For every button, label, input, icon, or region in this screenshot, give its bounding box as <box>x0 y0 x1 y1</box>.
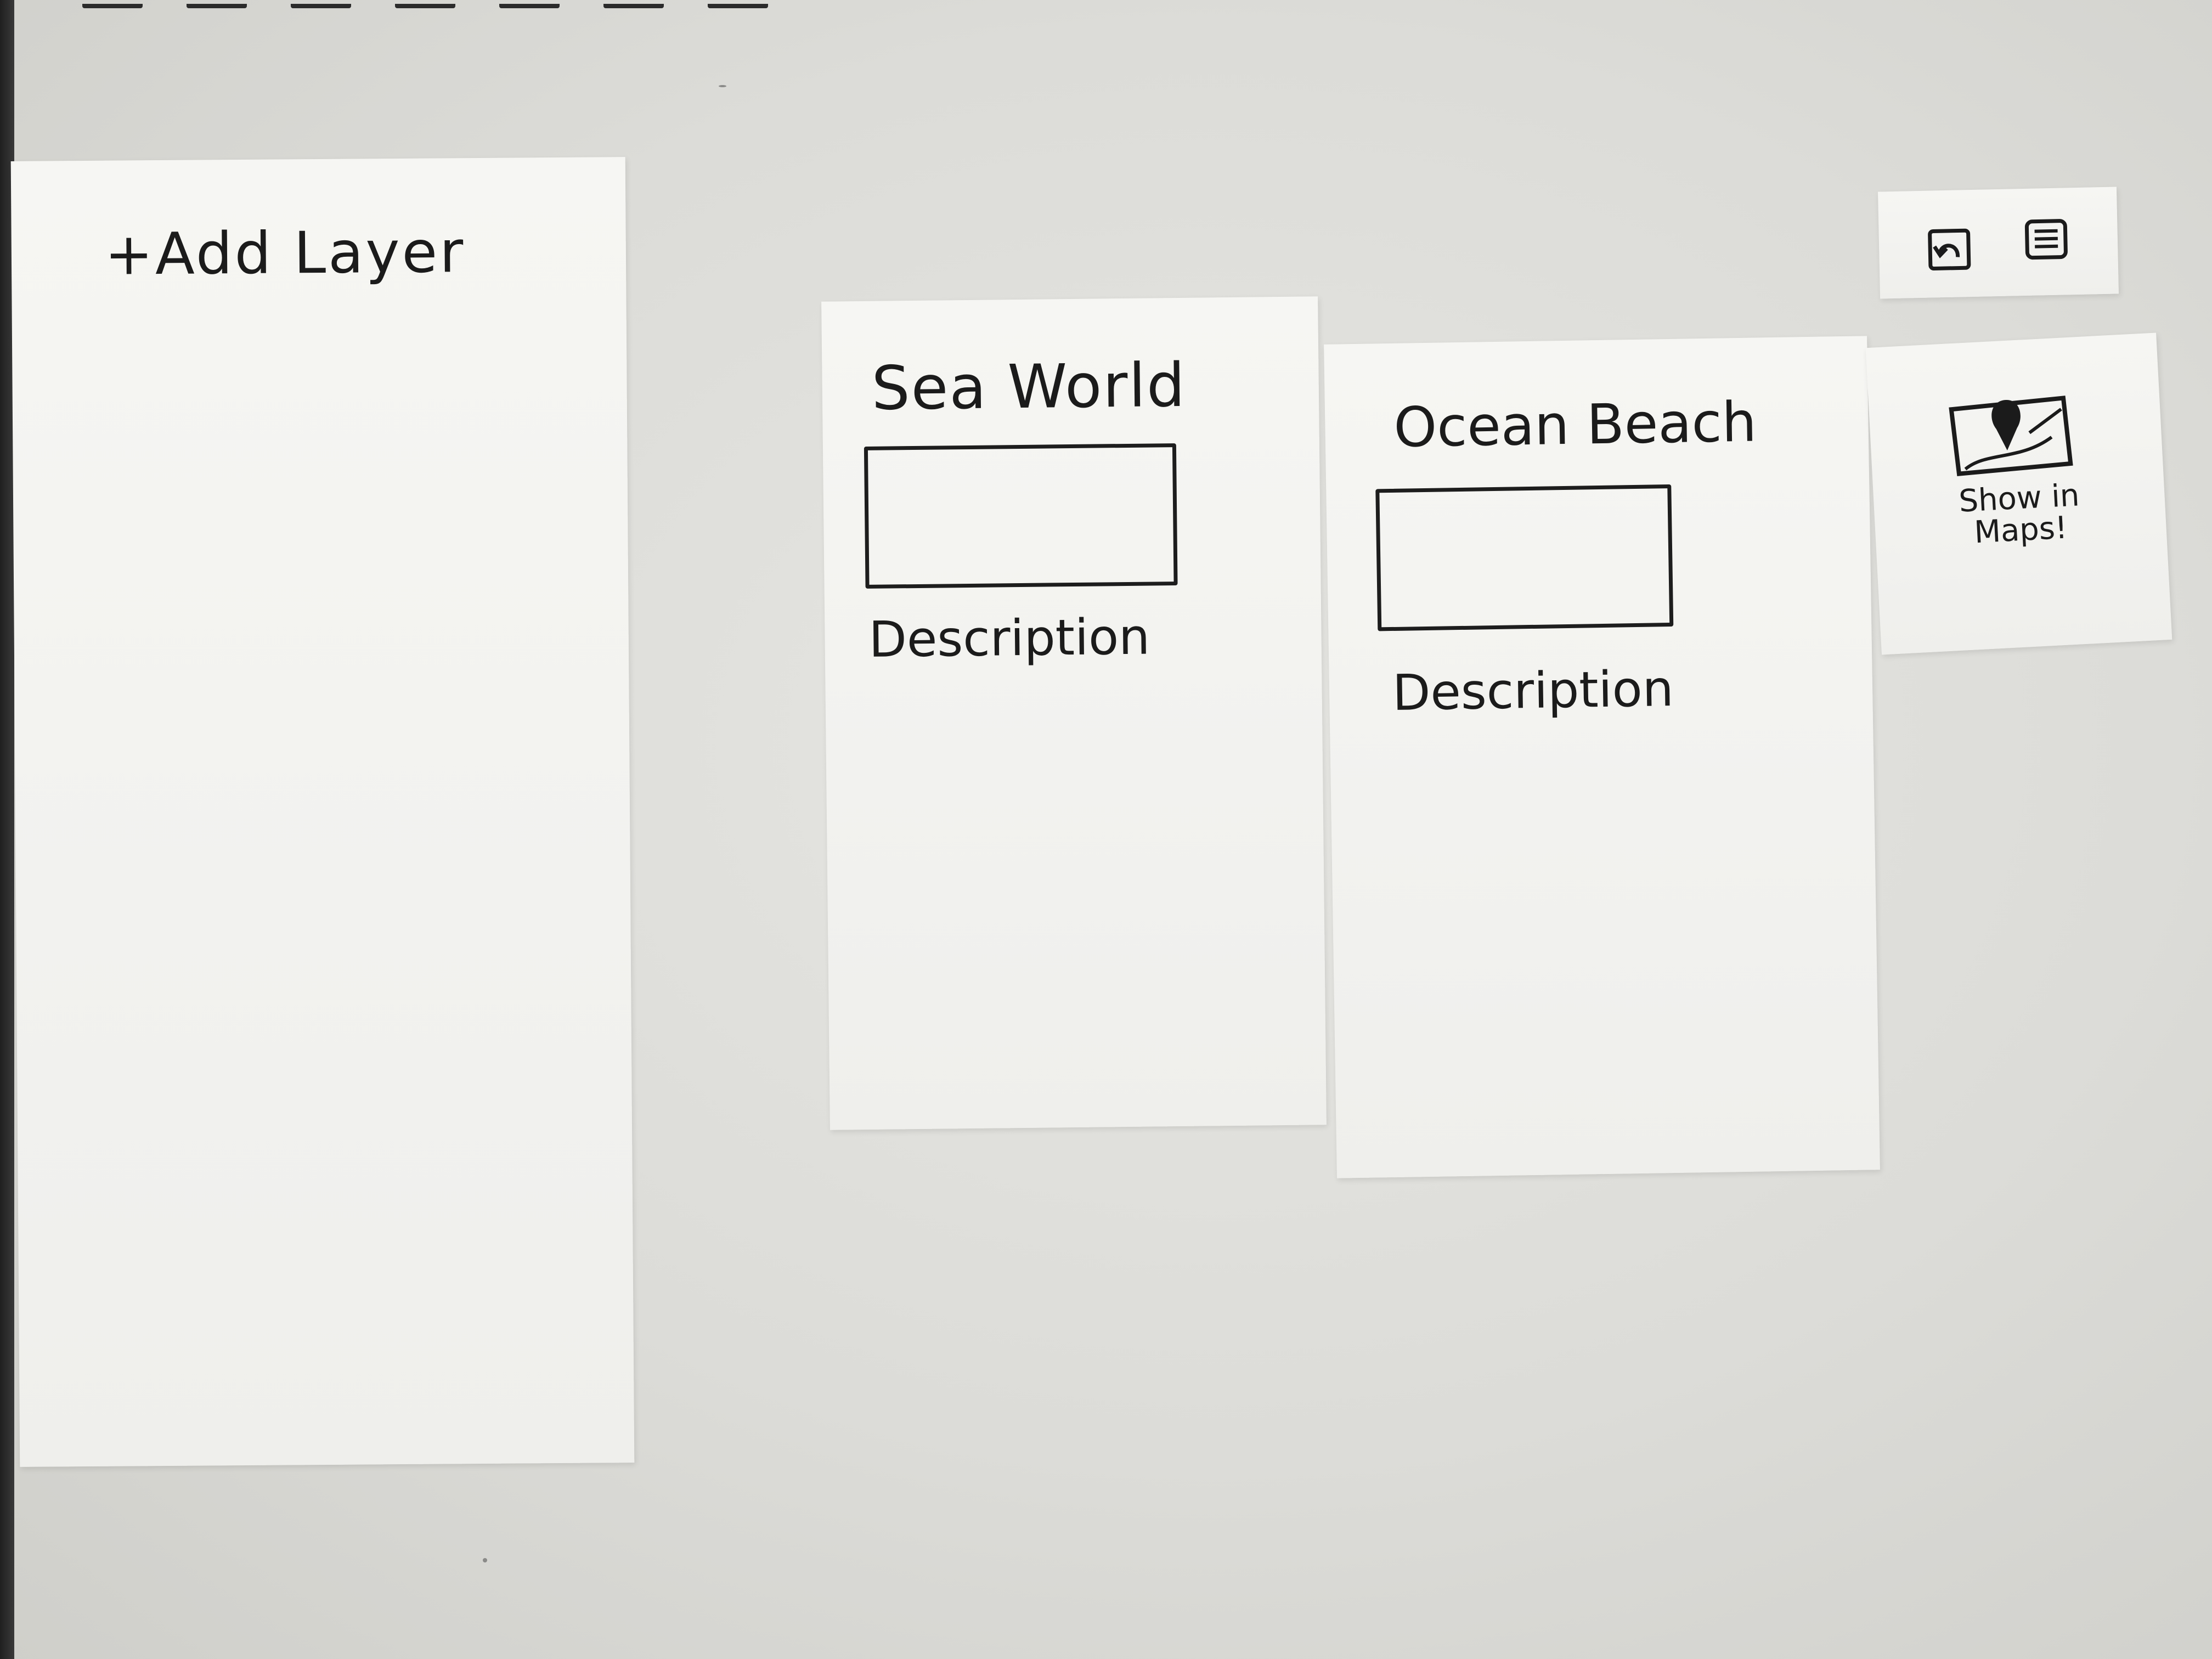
map-pin-icon <box>1939 386 2081 481</box>
paper-speck <box>719 85 726 87</box>
show-in-maps-label: Show in Maps! <box>1957 477 2080 551</box>
card-title: Ocean Beach <box>1393 390 1757 460</box>
card-description: Description <box>1392 659 1674 722</box>
layers-panel: +Add Layer <box>10 157 635 1467</box>
show-in-maps-button[interactable]: Show in Maps! <box>1865 332 2172 655</box>
toolbar <box>1878 187 2119 299</box>
top-edge-marks <box>82 0 850 8</box>
card-description: Description <box>868 608 1150 669</box>
location-card-ocean-beach[interactable]: Ocean Beach Description <box>1324 336 1880 1178</box>
location-card-sea-world[interactable]: Sea World Description <box>821 296 1327 1130</box>
undo-icon <box>1928 228 1971 270</box>
undo-button[interactable] <box>1925 223 1976 273</box>
list-button[interactable] <box>2021 215 2072 266</box>
image-placeholder <box>864 443 1178 589</box>
list-icon <box>2024 219 2068 260</box>
card-title: Sea World <box>871 349 1187 424</box>
add-layer-button[interactable]: +Add Layer <box>104 218 466 288</box>
paper-speck <box>483 1558 487 1562</box>
image-placeholder <box>1375 484 1674 631</box>
